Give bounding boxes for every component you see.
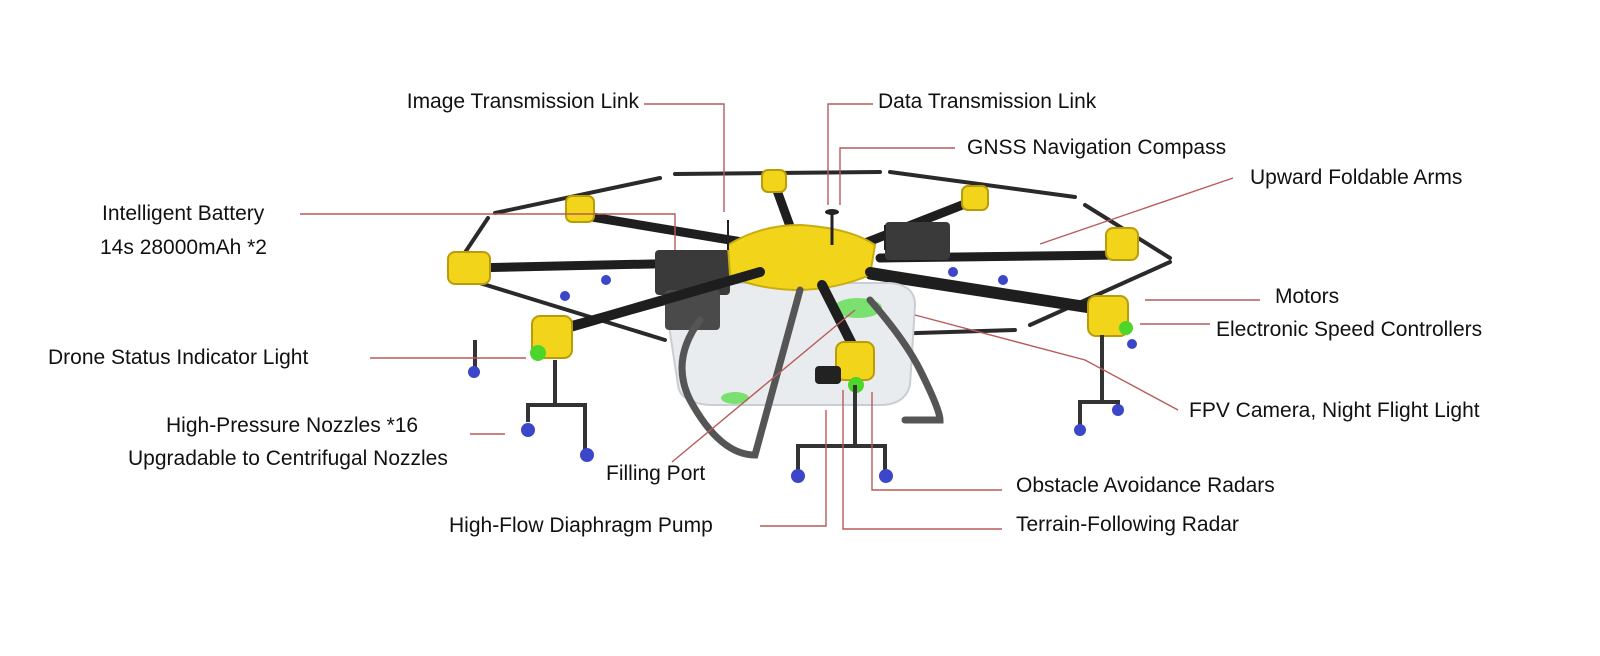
label-motors: Motors <box>1275 285 1340 308</box>
leader-fpv <box>914 314 1179 411</box>
label-terrain-following-radar: Terrain-Following Radar <box>1016 513 1239 536</box>
leader-data-link <box>827 103 873 205</box>
label-drone-status-indicator-light: Drone Status Indicator Light <box>48 346 309 369</box>
label-filling-port: Filling Port <box>606 462 706 485</box>
leader-image-link <box>644 103 725 212</box>
motors <box>447 169 1139 381</box>
leader-obstacle <box>871 392 1002 491</box>
battery-right <box>885 222 950 260</box>
tank-bottom-green <box>721 392 749 404</box>
label-fpv-camera-night-light: FPV Camera, Night Flight Light <box>1189 399 1480 422</box>
label-image-transmission-link: Image Transmission Link <box>406 90 639 113</box>
leader-terrain <box>842 390 1002 530</box>
leader-arms <box>1039 177 1234 245</box>
label-electronic-speed-controllers: Electronic Speed Controllers <box>1216 318 1483 341</box>
landing-gear <box>678 286 944 459</box>
leader-gnss <box>839 147 955 205</box>
label-data-transmission-link: Data Transmission Link <box>878 90 1097 113</box>
front-arms <box>555 267 1115 355</box>
nozzles <box>468 267 1137 483</box>
label-obstacle-avoidance-radars: Obstacle Avoidance Radars <box>1016 474 1275 497</box>
label-intelligent-battery: Intelligent Battery <box>102 202 265 225</box>
label-high-flow-diaphragm-pump: High-Flow Diaphragm Pump <box>449 514 713 537</box>
label-centrifugal-upgrade: Upgradable to Centrifugal Nozzles <box>128 447 448 470</box>
label-high-pressure-nozzles: High-Pressure Nozzles *16 <box>166 414 419 437</box>
fpv-camera <box>815 366 841 384</box>
leader-filling-port <box>671 309 856 463</box>
label-gnss-compass: GNSS Navigation Compass <box>967 136 1227 159</box>
label-upward-foldable-arms: Upward Foldable Arms <box>1250 166 1463 189</box>
leader-pump <box>760 410 827 527</box>
label-battery-spec: 14s 28000mAh *2 <box>100 236 267 259</box>
leader-battery <box>300 213 676 250</box>
gnss-disc <box>825 209 839 215</box>
